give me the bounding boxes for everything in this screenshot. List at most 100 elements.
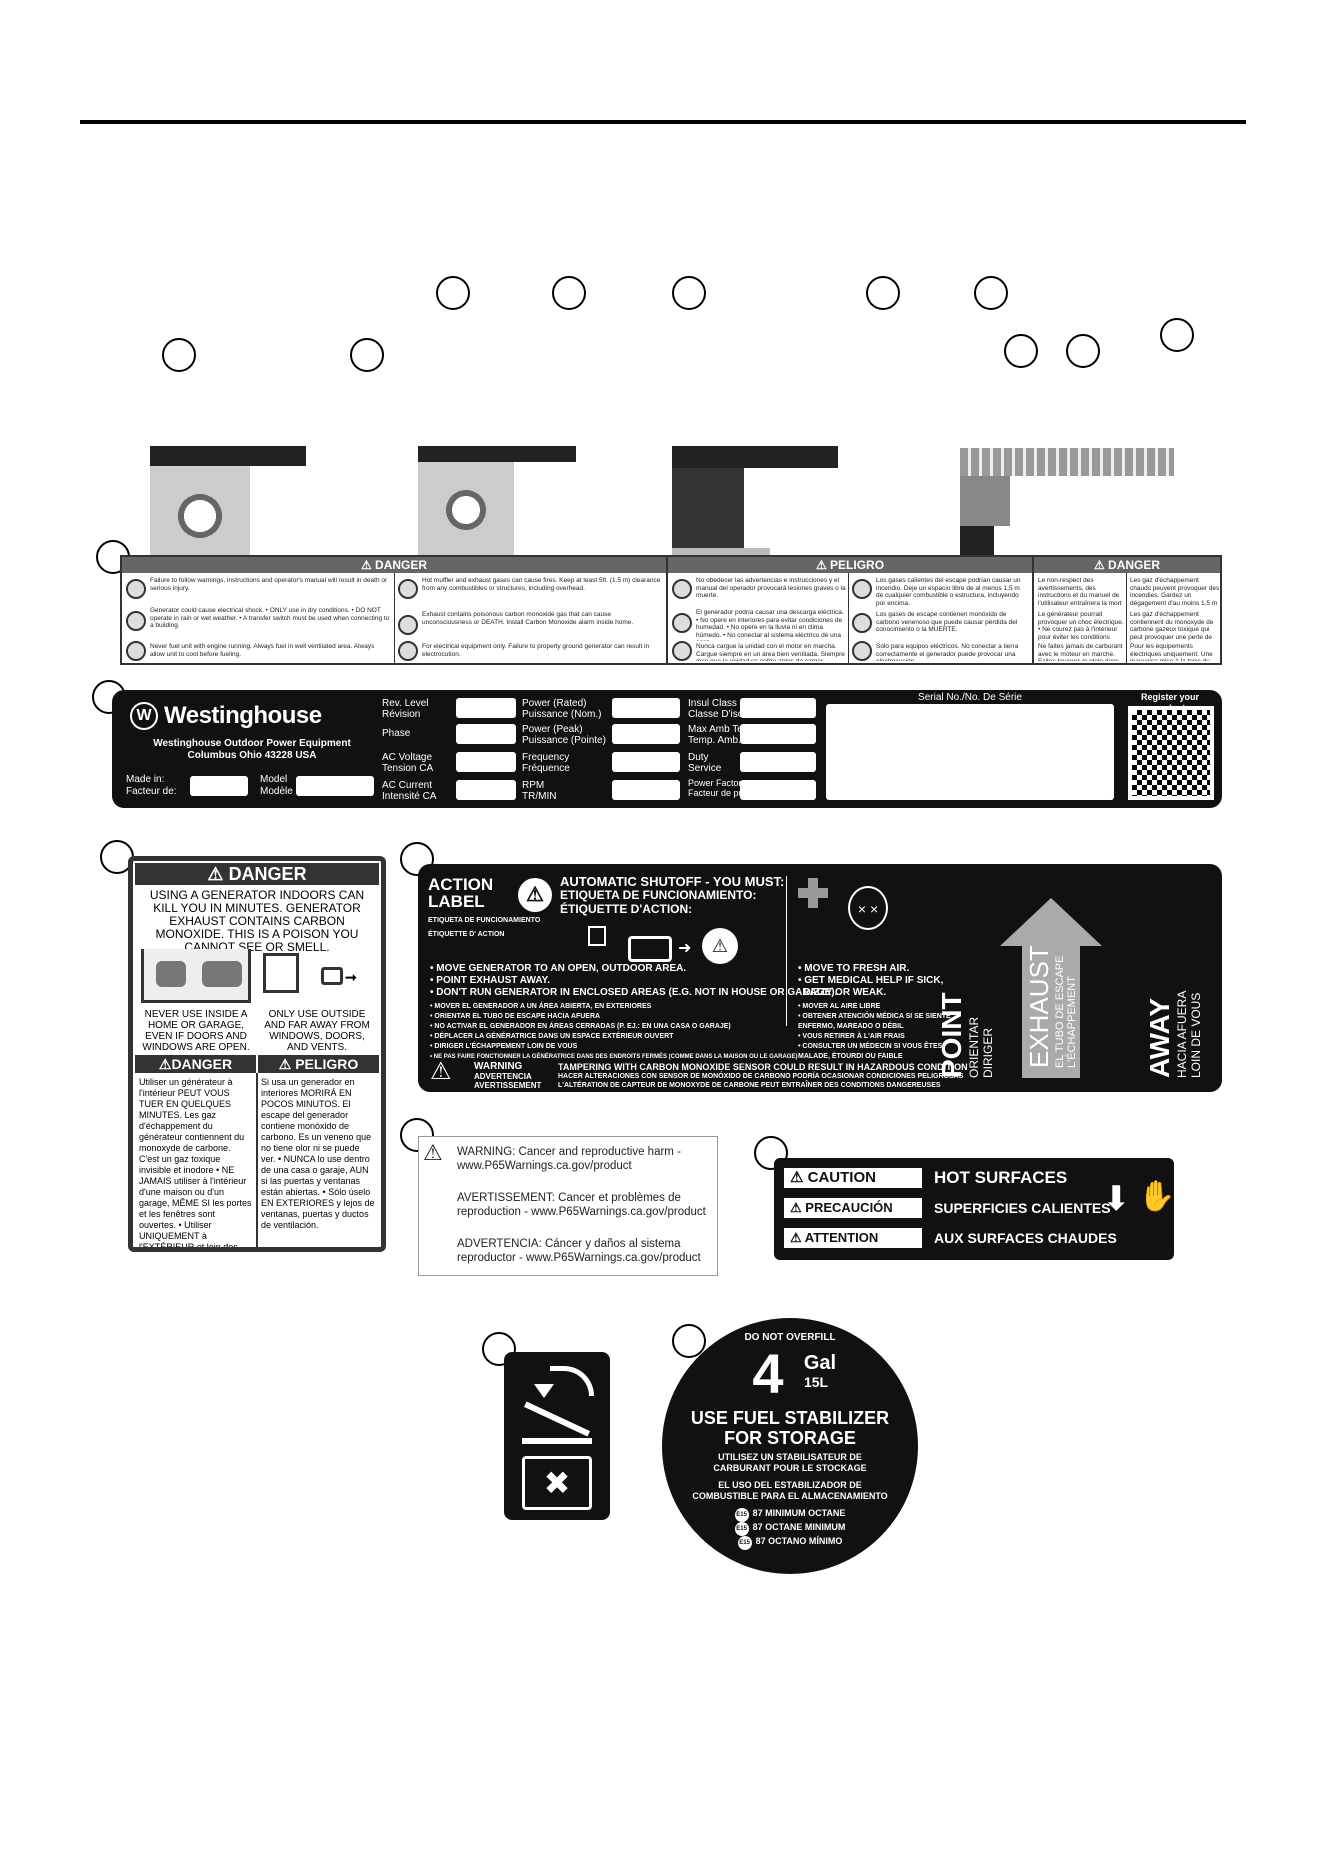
health-step: • OBTENER ATENCIÓN MÉDICA SI SE SIENTE <box>798 1013 951 1020</box>
brand-name: Westinghouse <box>164 702 322 729</box>
company-address: Columbus Ohio 43228 USA <box>187 750 317 761</box>
exhaust-text-es: EL TUBO DE ESCAPE <box>1054 955 1066 1068</box>
outdoor-generator-icon: ➞ <box>263 953 363 1001</box>
curved-arrow-icon <box>550 1366 594 1396</box>
co-es-header: ⚠ PELIGRO <box>258 1055 379 1073</box>
tamper-text: TAMPERING WITH CARBON MONOXIDE SENSOR CO… <box>558 1062 968 1072</box>
action-step: • MOVER EL GENERADOR A UN ÁREA ABIERTA, … <box>430 1003 652 1010</box>
data-plate-label: W Westinghouse Westinghouse Outdoor Powe… <box>112 690 1222 808</box>
company-name: Westinghouse Outdoor Power Equipment <box>153 738 351 749</box>
e15-icon: E15 <box>734 1522 749 1536</box>
e15-icon: E15 <box>737 1536 752 1550</box>
warning-triangle-icon: ⚠ <box>423 1140 443 1165</box>
stabilizer-line2: FOR STORAGE <box>724 1428 856 1448</box>
westinghouse-logo-icon: W <box>130 702 158 730</box>
hinge-icon <box>524 1401 590 1437</box>
co-never-text: NEVER USE INSIDE A HOME OR GARAGE, EVEN … <box>142 1009 250 1053</box>
point-text-group: POINT ORIENTAR DIRIGER <box>936 898 1000 1078</box>
stabilizer-line1: USE FUEL STABILIZER <box>690 1408 890 1428</box>
capacity-number: 4 <box>752 1342 784 1405</box>
co-fr-header: ⚠DANGER <box>135 1055 256 1073</box>
co-danger-header: ⚠ DANGER <box>135 863 379 885</box>
exhaust-text-group: EXHAUST EL TUBO DE ESCAPE L'ÉCHAPPEMENT <box>1024 892 1082 1068</box>
power-peak-field <box>612 724 680 744</box>
curved-arrow-head <box>534 1384 554 1398</box>
health-step: • MOVER AL AIRE LIBRE <box>798 1003 881 1010</box>
strip-fr-text: Les gaz d'échappement contiennent du mon… <box>1130 611 1214 641</box>
strip-fr-text: Pour les équipements électriques uniquem… <box>1130 643 1213 661</box>
strip-en-text: Generator could cause electrical shock. … <box>150 607 390 629</box>
co-only-text: ONLY USE OUTSIDE AND FAR AWAY FROM WINDO… <box>264 1009 370 1053</box>
action-step: • POINT EXHAUST AWAY. <box>430 975 551 986</box>
warning-word-fr: AVERTISSEMENT <box>474 1081 542 1090</box>
divider <box>786 876 787 1026</box>
health-step: • VOUS RETIRER À L'AIR FRAIS <box>798 1033 905 1040</box>
ground-icon <box>398 641 418 661</box>
power-rated-label: Power (Rated)Puissance (Nom.) <box>522 698 602 720</box>
shock-icon <box>126 611 146 631</box>
exhaust-icon <box>852 613 872 633</box>
shutoff-heading: AUTOMATIC SHUTOFF - YOU MUST: <box>560 874 785 889</box>
away-text-group: AWAY HACIA AFUERA LOIN DE VOUS <box>1144 898 1212 1078</box>
callout-marker <box>350 338 384 372</box>
model-label: Model <box>260 774 288 785</box>
duty-field <box>740 752 816 772</box>
action-title-es: ETIQUETA DE FUNCIONAMIENTO <box>428 917 541 924</box>
header-rule <box>80 120 1246 124</box>
generator-view-rear: 3600 / 4650 <box>672 236 942 646</box>
strip-en-text: Never fuel unit with engine running. Alw… <box>150 643 375 658</box>
power-rated-field <box>612 698 680 718</box>
fire-icon <box>398 579 418 599</box>
strip-es-text: Nunca cargue la unidad con el motor en m… <box>696 643 845 661</box>
fuel-icon <box>126 641 146 661</box>
caution-text: HOT SURFACES <box>934 1168 1068 1187</box>
point-text-fr: DIRIGER <box>981 1027 995 1078</box>
co-fr-text: Utiliser un générateur à l'intérieur PEU… <box>139 1077 252 1252</box>
strip-es-text: Sólo para equipos eléctricos. No conecta… <box>876 643 1019 661</box>
power-peak-label: Power (Peak)Puissance (Pointe) <box>522 724 606 746</box>
strip-en-text: Failure to follow warnings, instructions… <box>150 577 388 592</box>
co-action-label: ACTION LABEL ETIQUETA DE FUNCIONAMIENTO … <box>418 864 1222 1092</box>
exhaust-icon <box>398 615 418 635</box>
serial-label: Serial No./No. De Série <box>918 692 1022 703</box>
away-text-fr: LOIN DE VOUS <box>1189 992 1203 1078</box>
generator-move-icon: ➜ ⚠ <box>588 926 738 966</box>
health-step: DIZZY OR WEAK. <box>798 987 887 998</box>
down-arrow-icon: ⬇ <box>1102 1180 1131 1218</box>
fuel-cap-label: DO NOT OVERFILL 4 Gal 15L USE FUEL STABI… <box>662 1318 918 1574</box>
health-step: MALADE, ÉTOURDI OU FAIBLE <box>798 1053 903 1060</box>
health-step: • GET MEDICAL HELP IF SICK, <box>798 975 944 986</box>
action-step: • NO ACTIVAR EL GENERADOR EN ÁREAS CERRA… <box>430 1023 731 1030</box>
exhaust-text: EXHAUST <box>1024 945 1054 1068</box>
generator-view-side <box>418 236 650 654</box>
made-in-label-fr: Facteur de: <box>126 786 177 797</box>
medical-cross-icon <box>798 878 828 908</box>
manual-icon <box>672 579 692 599</box>
strip-fr-text: Le non-respect des avertissements, des i… <box>1038 577 1122 607</box>
strip-es-text: Los gases calientes del escape podrían c… <box>876 577 1021 607</box>
power-factor-field <box>740 780 816 800</box>
co-danger-label: ⚠ DANGER USING A GENERATOR INDOORS CAN K… <box>128 856 386 1252</box>
prop65-label: ⚠ WARNING: Cancer and reproductive harm … <box>418 1136 718 1276</box>
callout-marker <box>1004 334 1038 368</box>
action-title-fr: ÉTIQUETTE D' ACTION <box>428 931 505 938</box>
warning-triangle-icon: ⚠ <box>430 1058 452 1085</box>
house-car-icon <box>141 949 251 1003</box>
capacity-liters: 15L <box>803 1374 829 1390</box>
away-text: AWAY <box>1144 998 1175 1078</box>
callout-marker <box>866 276 900 310</box>
model-field <box>296 776 374 796</box>
callout-marker <box>436 276 470 310</box>
attention-tag: ⚠ ATTENTION <box>784 1228 922 1248</box>
serial-field <box>826 704 1114 800</box>
capacity-unit: Gal <box>803 1352 837 1374</box>
shock-icon <box>672 613 692 633</box>
action-step: • MOVE GENERATOR TO AN OPEN, OUTDOOR ARE… <box>430 963 687 974</box>
exhaust-arrow-shaft <box>1022 946 1080 1078</box>
callout-marker <box>552 276 586 310</box>
action-step: • NE PAS FAIRE FONCTIONNER LA GÉNÉRATRIC… <box>430 1054 798 1060</box>
overfill-text: DO NOT OVERFILL <box>744 1332 836 1343</box>
callout-marker <box>672 276 706 310</box>
